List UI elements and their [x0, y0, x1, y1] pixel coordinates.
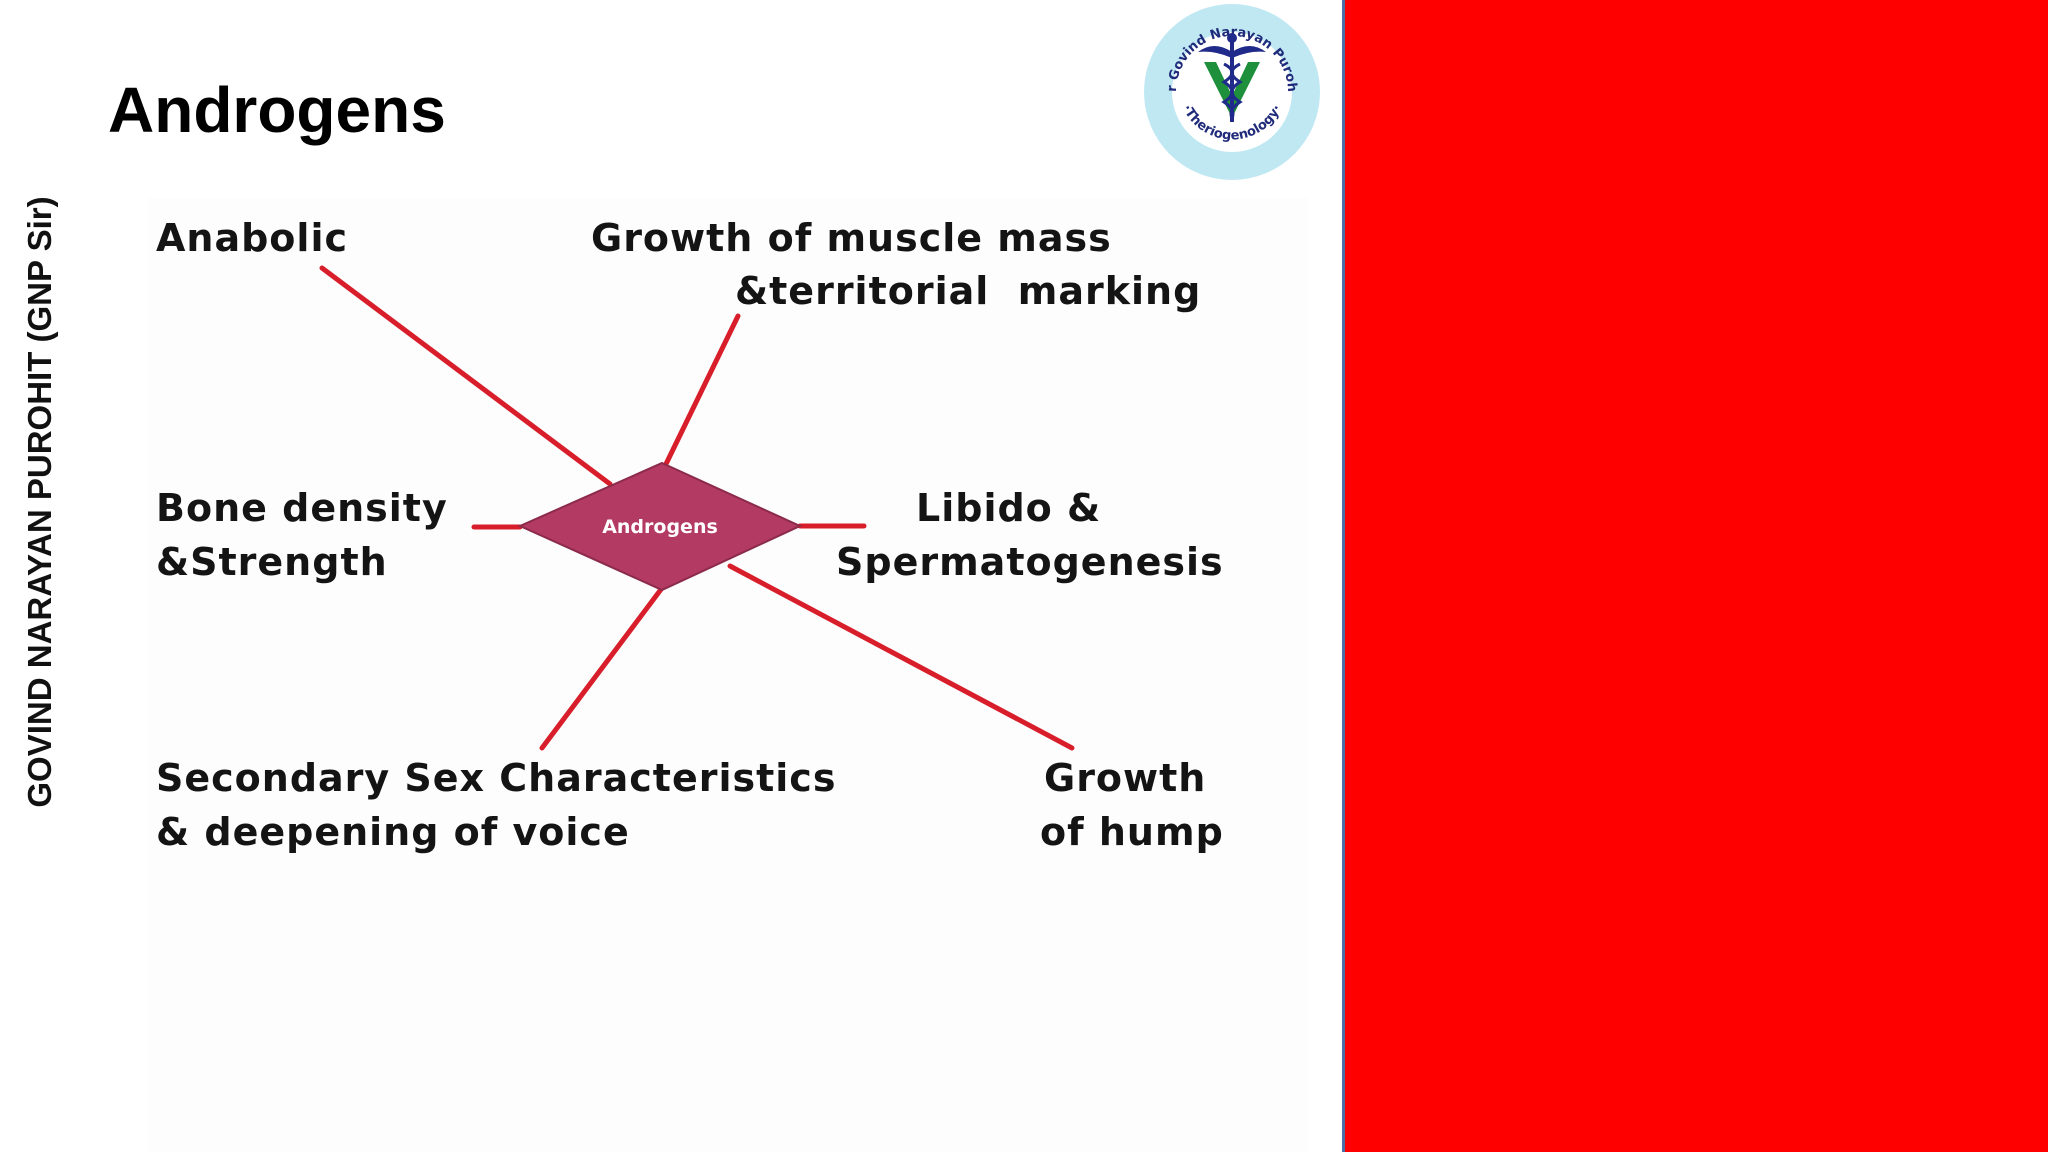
diagram-background	[148, 198, 1308, 1152]
label-libido-line2: Spermatogenesis	[836, 540, 1224, 584]
center-label: Androgens	[602, 516, 718, 538]
caduceus-icon	[1198, 33, 1266, 122]
label-secondary-line1: Secondary Sex Characteristics	[156, 756, 837, 800]
connector-muscle-mass	[663, 313, 741, 467]
label-muscle-line2: &territorial marking	[735, 269, 1202, 313]
connector-anabolic	[319, 265, 613, 487]
red-side-panel	[1342, 0, 2048, 1152]
diagram-connectors	[319, 265, 1075, 751]
logo: Dr Govind Narayan Purohit ·Theriogenolog…	[1140, 0, 1320, 180]
label-libido-line1: Libido &	[916, 486, 1102, 530]
label-muscle-line1: Growth of muscle mass	[591, 216, 1112, 260]
label-bone-line2: &Strength	[156, 540, 388, 584]
label-secondary-line2: & deepening of voice	[156, 810, 630, 854]
slide-title: Androgens	[108, 74, 446, 146]
label-hump-line2: of hump	[1040, 810, 1224, 854]
label-bone-line1: Bone density	[156, 486, 448, 530]
center-diamond	[517, 461, 803, 592]
connector-secondary-sex	[539, 585, 665, 751]
label-anabolic: Anabolic	[156, 216, 348, 260]
label-hump-line1: Growth	[1044, 756, 1207, 800]
connector-hump	[727, 563, 1075, 751]
